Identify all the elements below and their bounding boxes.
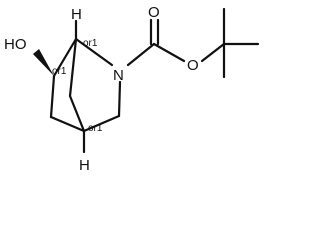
bond-c7-c4: [68, 94, 86, 133]
hydrogen-top-label: H: [71, 6, 82, 23]
stereo-label-c-oh: or1: [52, 66, 67, 77]
carbonyl-oxygen-label: O: [148, 4, 160, 21]
bond-n-c3: [117, 80, 122, 118]
molecule-diagram: HO H H N O O or1 or1 or1: [4, 4, 260, 174]
bond-c5-c6: [49, 74, 56, 119]
hydroxyl-label: HO: [4, 36, 27, 53]
stereo-label-c4: or1: [88, 123, 103, 134]
stereo-label-c1: or1: [83, 38, 98, 49]
hydrogen-bottom-label: H: [79, 157, 90, 174]
bond-c6-c1: [52, 37, 78, 78]
ester-oxygen-label: O: [187, 57, 199, 74]
nitrogen-label: N: [113, 67, 124, 84]
bond-n-ccarbonyl: [126, 42, 156, 67]
structure-canvas: HO H H N O O or1 or1 or1: [4, 4, 260, 174]
bond-c3-c4: [82, 114, 121, 133]
bond-c1-c7: [68, 37, 78, 98]
bond-c1-n: [74, 37, 114, 67]
wedge-bond-c6-oh: [33, 49, 54, 76]
bond-oester-cq: [200, 42, 226, 63]
bond-c4-c5: [49, 115, 86, 133]
bond-c-oester: [152, 42, 186, 63]
